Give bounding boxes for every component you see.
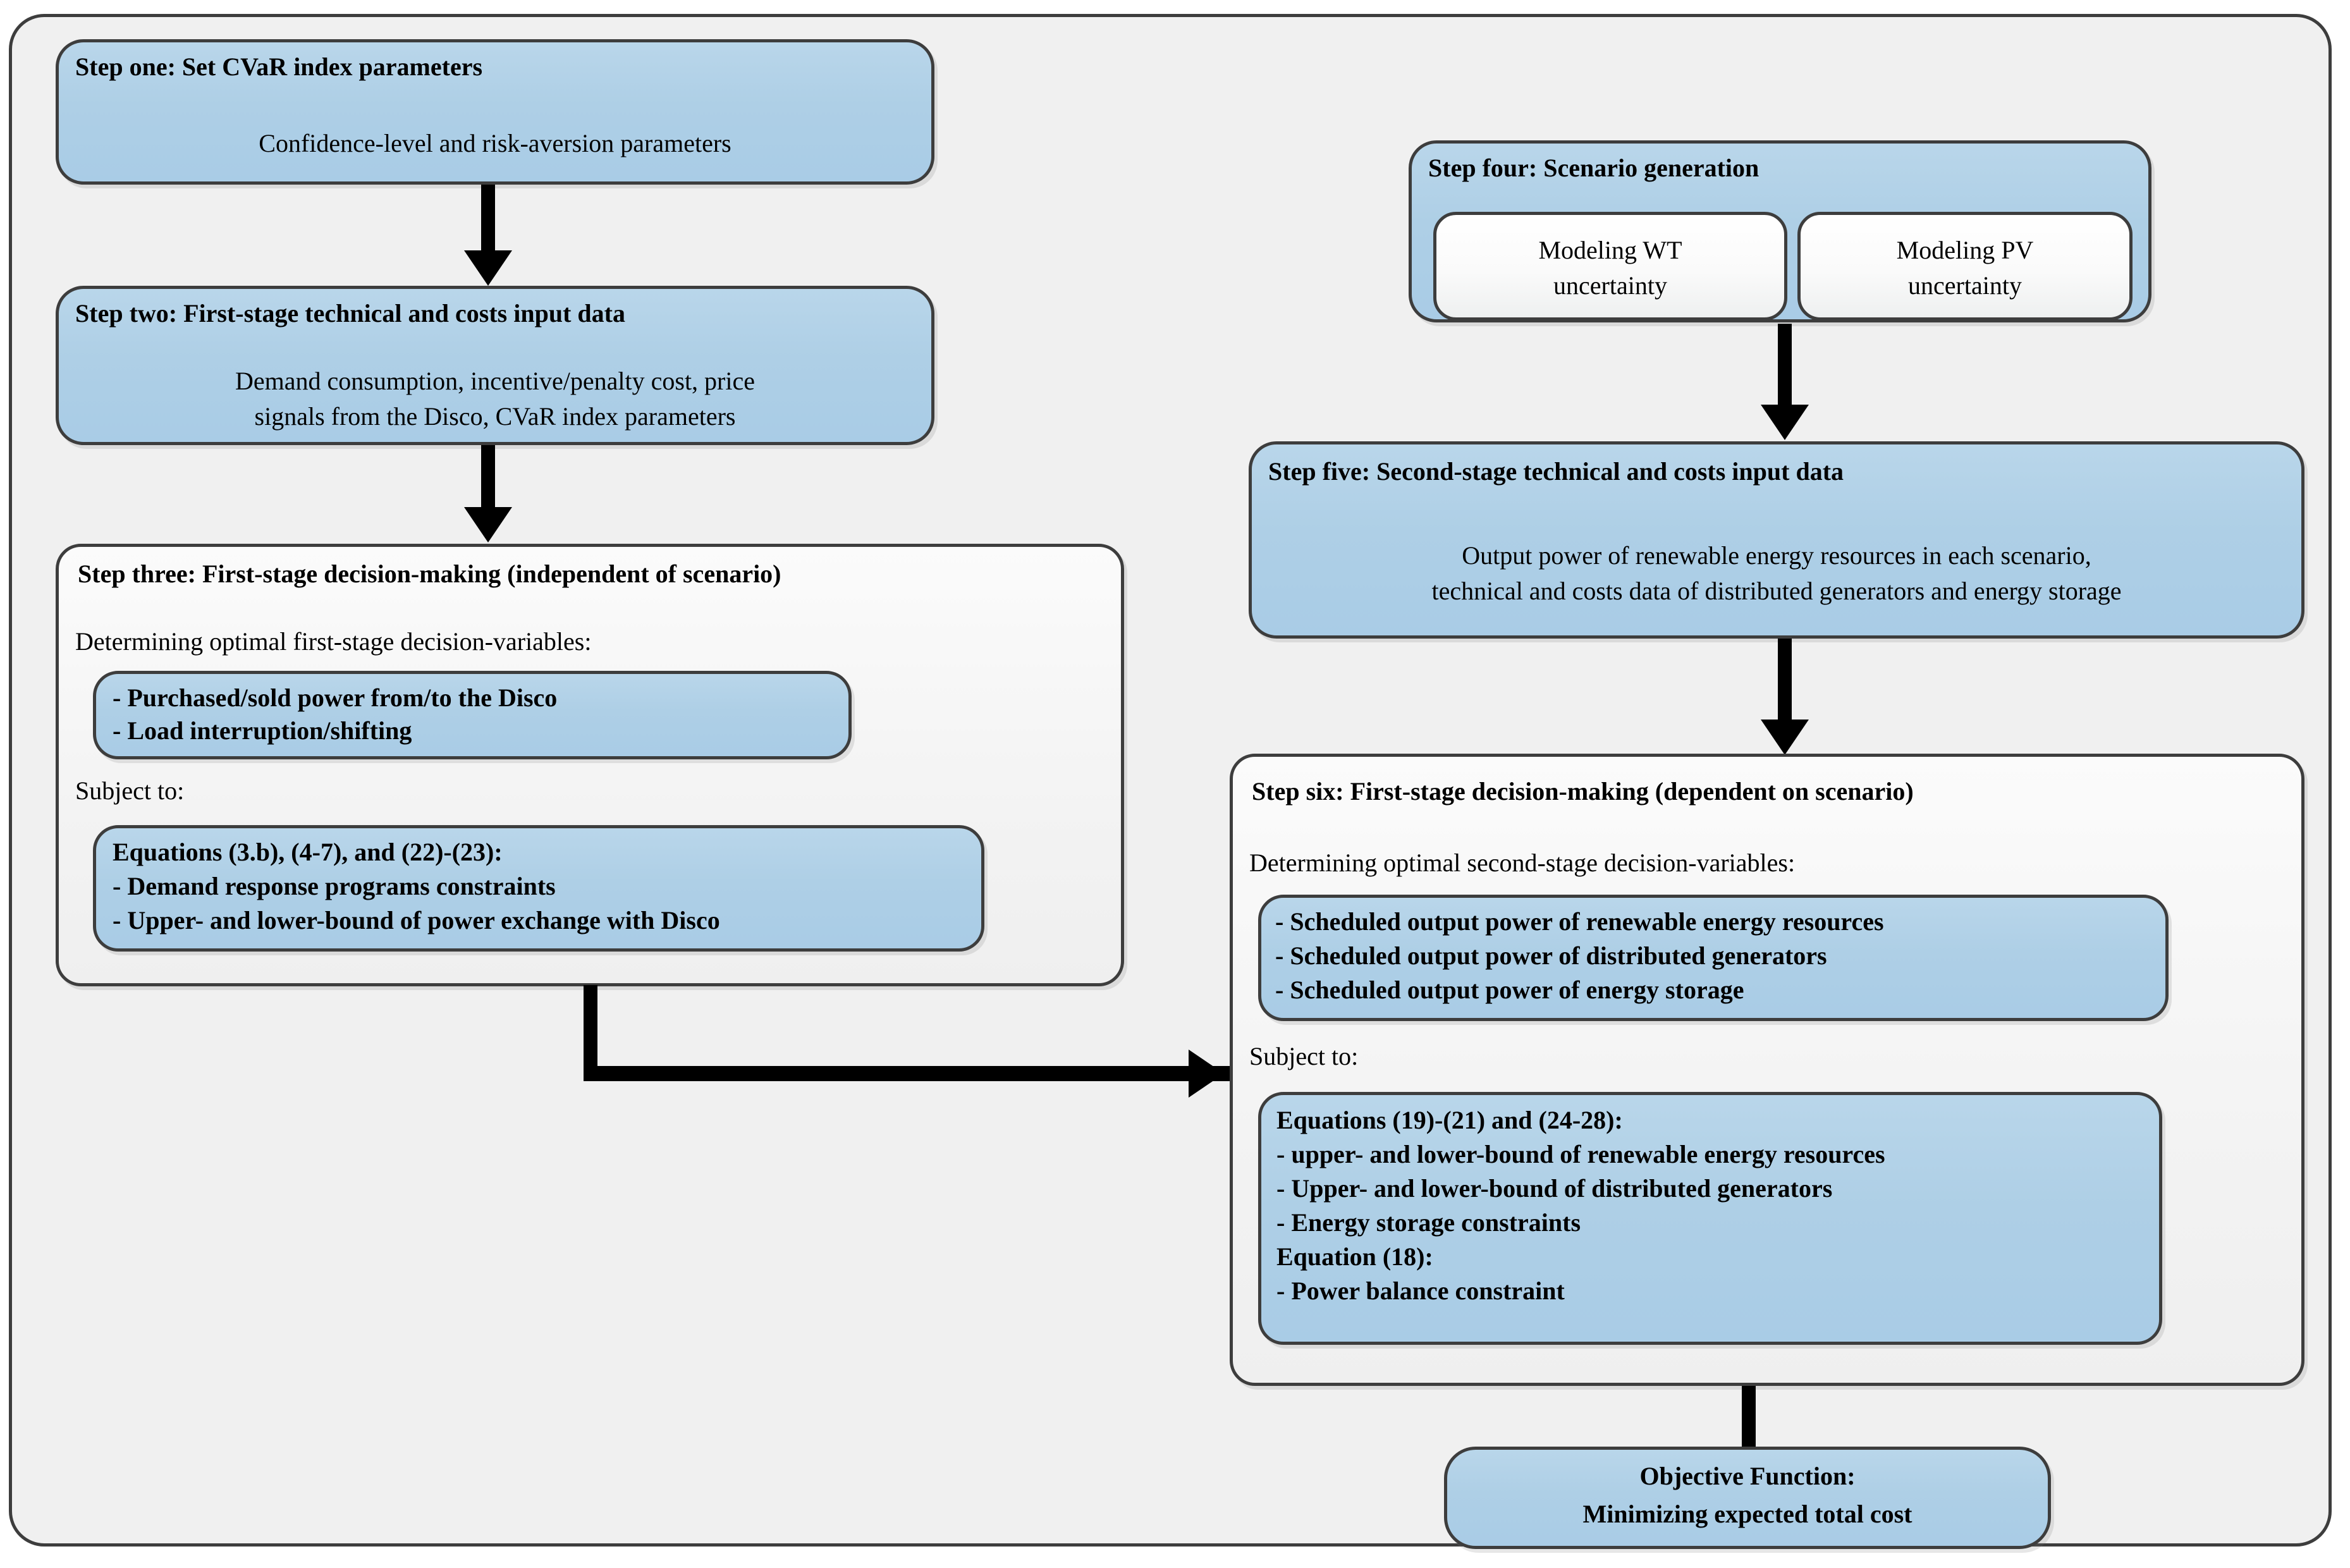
step-one-body: Confidence-level and risk-aversion param… — [259, 129, 731, 157]
step-six-constraint-1-1: - Upper- and lower-bound of distributed … — [1276, 1174, 1833, 1203]
step-one-box[interactable]: Step one: Set CVaR index parameters Conf… — [56, 39, 934, 185]
step-six-variable-1: - Scheduled output power of distributed … — [1275, 941, 1827, 970]
step-four-box[interactable]: Step four: Scenario generation Modeling … — [1409, 140, 2151, 322]
step-three-heading: Step three: First-stage decision-making … — [78, 560, 781, 588]
step-six-constraints-title-1: Equations (19)-(21) and (24-28): — [1276, 1106, 1623, 1134]
step-six-constraint-1-2: - Energy storage constraints — [1276, 1208, 1581, 1237]
step-six-constraints-title-2: Equation (18): — [1276, 1242, 1433, 1271]
step-three-variables-box[interactable]: - Purchased/sold power from/to the Disco… — [93, 671, 852, 759]
step-three-constraints-box[interactable]: Equations (3.b), (4-7), and (22)-(23): -… — [93, 825, 984, 952]
step-six-subject-to: Subject to: — [1249, 1042, 1359, 1070]
step-two-body-line2: signals from the Disco, CVaR index param… — [254, 402, 736, 431]
step-three-variable-0: - Purchased/sold power from/to the Disco — [113, 683, 558, 712]
step-three-constraints-title: Equations (3.b), (4-7), and (22)-(23): — [113, 838, 503, 866]
step-one-heading: Step one: Set CVaR index parameters — [75, 52, 483, 81]
objective-line2: Minimizing expected total cost — [1582, 1500, 1912, 1528]
step-six-variable-2: - Scheduled output power of energy stora… — [1275, 976, 1744, 1004]
step-five-box[interactable]: Step five: Second-stage technical and co… — [1249, 441, 2304, 639]
step-six-variables-box[interactable]: - Scheduled output power of renewable en… — [1258, 895, 2169, 1021]
step-four-wt-line1: Modeling WT — [1538, 236, 1682, 264]
step-six-constraint-2-0: - Power balance constraint — [1276, 1277, 1565, 1305]
step-two-box[interactable]: Step two: First-stage technical and cost… — [56, 286, 934, 445]
step-six-container[interactable]: Step six: First-stage decision-making (d… — [1230, 754, 2304, 1386]
step-three-constraint-1: - Upper- and lower-bound of power exchan… — [113, 906, 720, 934]
step-six-constraints-box[interactable]: Equations (19)-(21) and (24-28): - upper… — [1258, 1092, 2162, 1345]
step-three-determining: Determining optimal first-stage decision… — [75, 627, 592, 656]
objective-function-box[interactable]: Objective Function: Minimizing expected … — [1444, 1447, 2051, 1549]
step-six-constraint-1-0: - upper- and lower-bound of renewable en… — [1276, 1140, 1885, 1168]
step-three-subject-to: Subject to: — [75, 776, 185, 805]
step-three-constraint-0: - Demand response programs constraints — [113, 872, 556, 900]
step-six-determining: Determining optimal second-stage decisio… — [1249, 848, 1796, 877]
step-four-pv-line2: uncertainty — [1908, 271, 2022, 300]
step-six-heading: Step six: First-stage decision-making (d… — [1252, 777, 1914, 805]
step-two-body-line1: Demand consumption, incentive/penalty co… — [235, 367, 755, 395]
step-four-subbox-pv[interactable]: Modeling PV uncertainty — [1797, 212, 2133, 321]
step-two-heading: Step two: First-stage technical and cost… — [75, 299, 625, 328]
step-three-container[interactable]: Step three: First-stage decision-making … — [56, 544, 1124, 986]
step-five-body-line1: Output power of renewable energy resourc… — [1462, 541, 2091, 570]
objective-line1: Objective Function: — [1639, 1462, 1856, 1490]
step-four-pv-line1: Modeling PV — [1896, 236, 2034, 264]
step-six-variable-0: - Scheduled output power of renewable en… — [1275, 907, 1884, 936]
step-four-wt-line2: uncertainty — [1553, 271, 1667, 300]
step-three-variable-1: - Load interruption/shifting — [113, 716, 412, 745]
step-five-body-line2: technical and costs data of distributed … — [1431, 577, 2122, 605]
step-five-heading: Step five: Second-stage technical and co… — [1268, 457, 1844, 486]
step-four-heading: Step four: Scenario generation — [1428, 154, 1759, 182]
step-four-subbox-wt[interactable]: Modeling WT uncertainty — [1433, 212, 1787, 321]
